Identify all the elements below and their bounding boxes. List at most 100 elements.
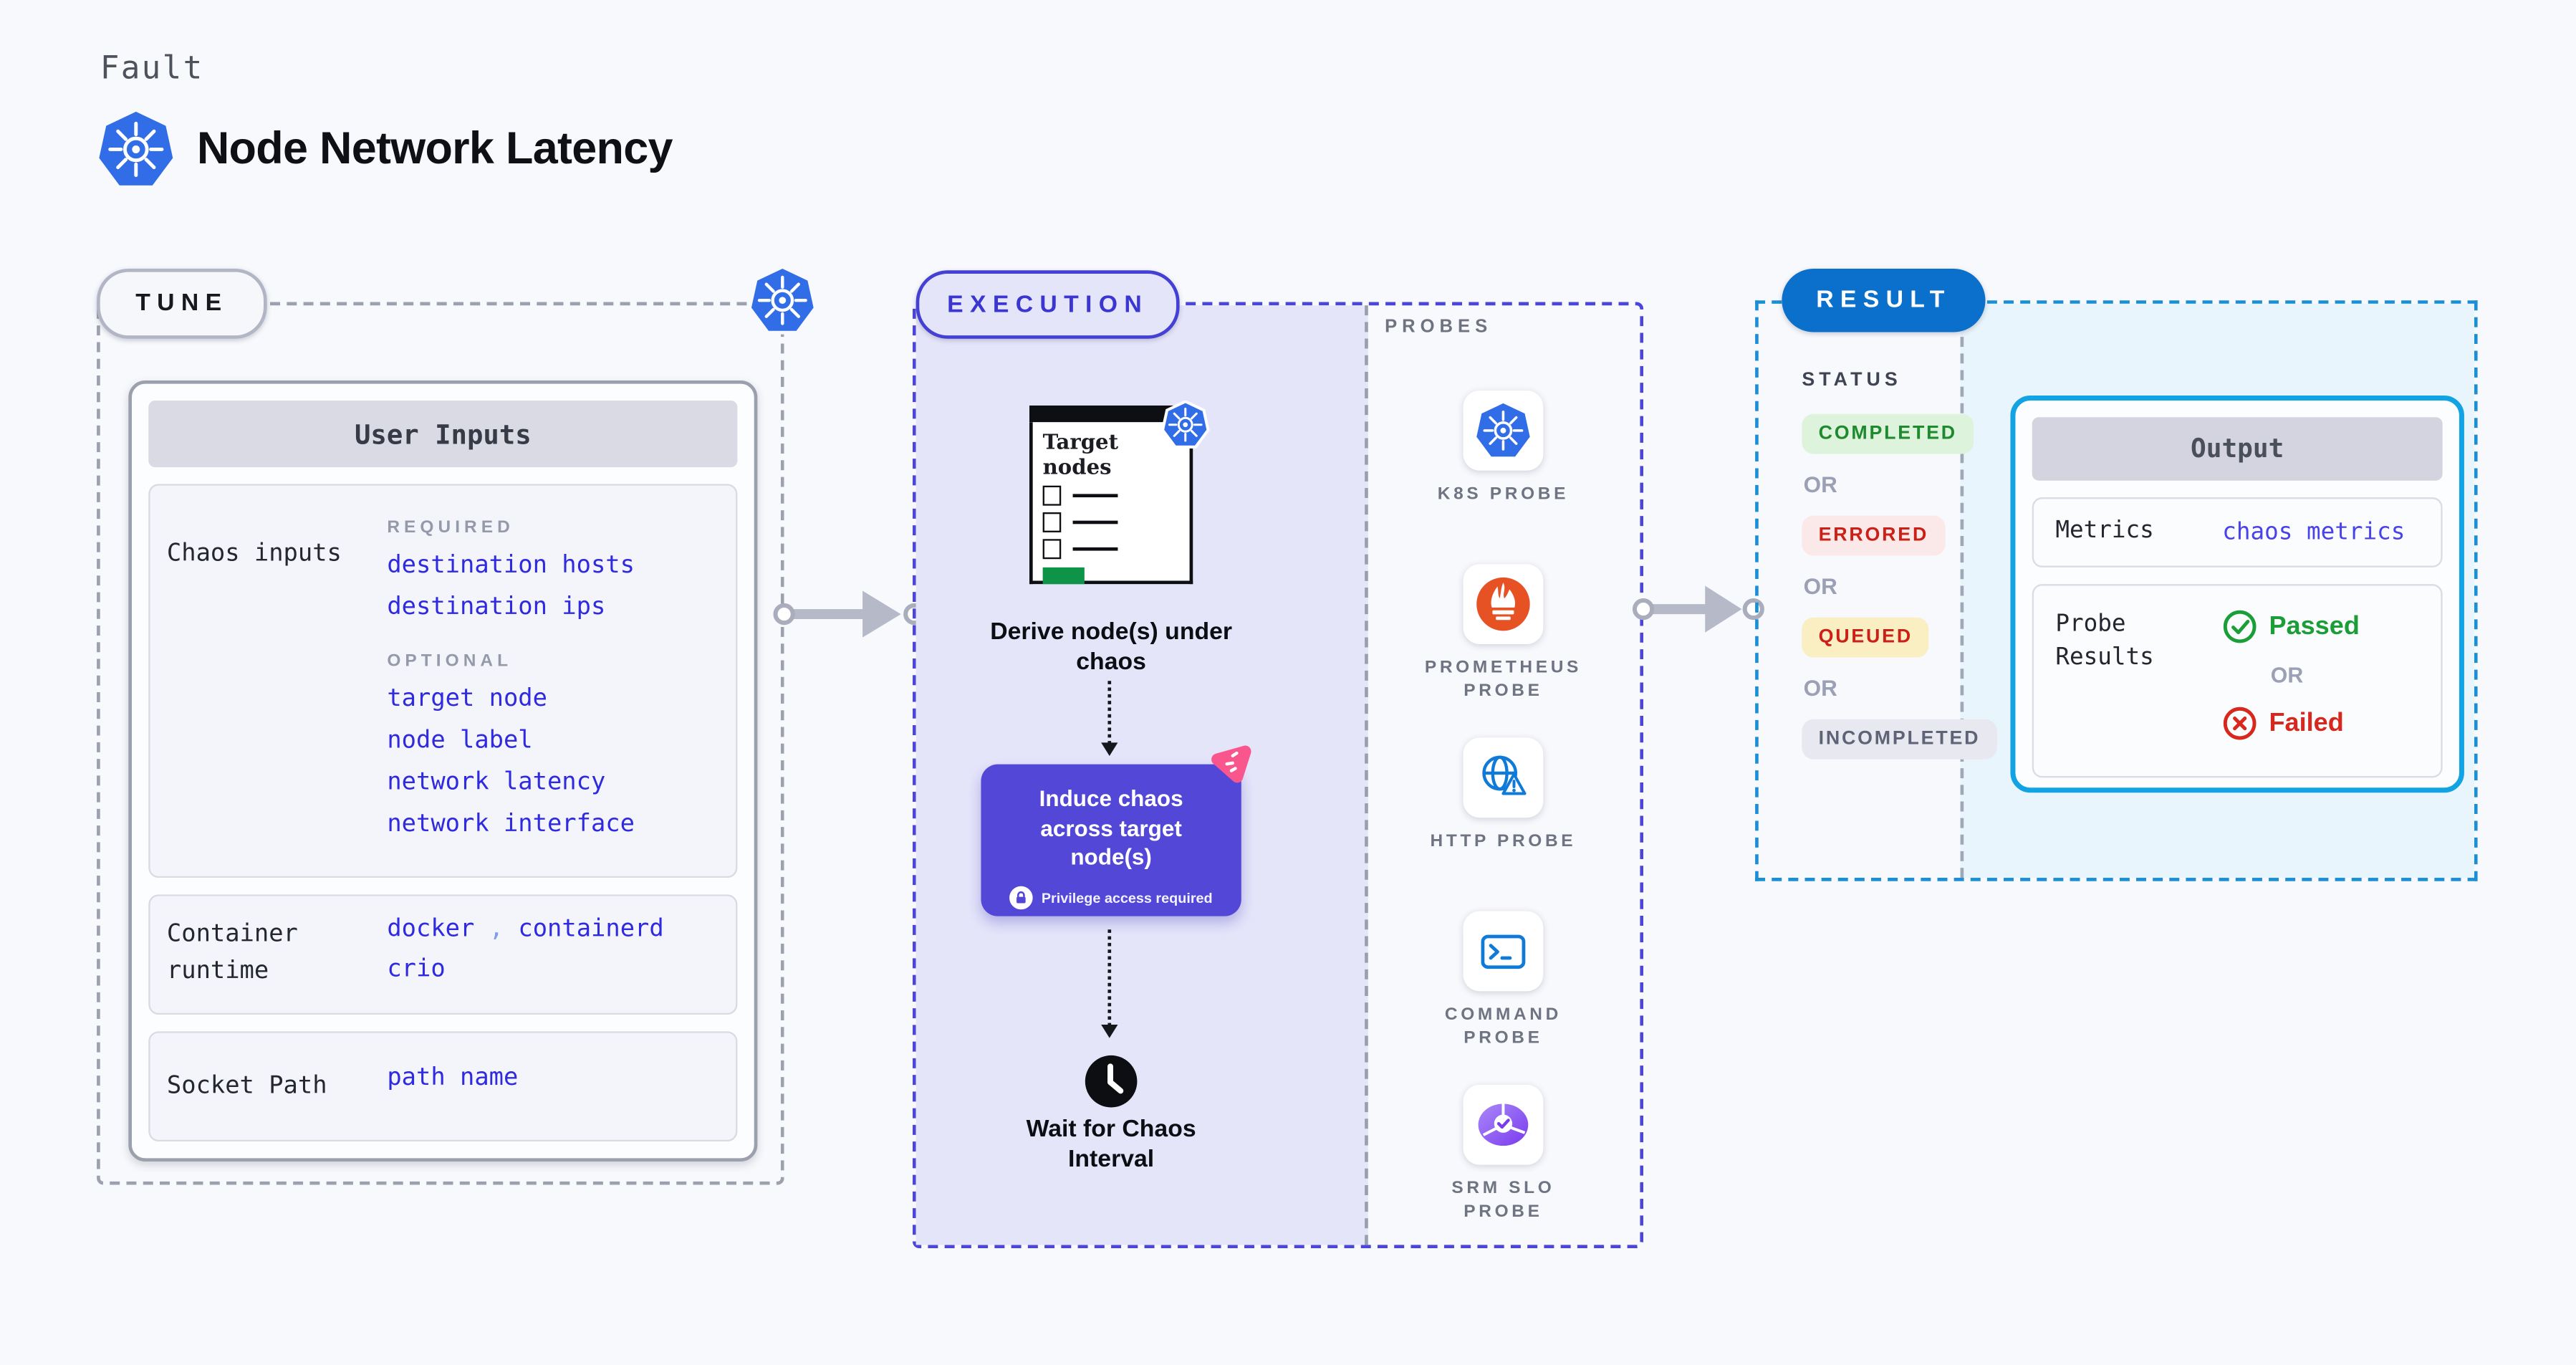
page-title: Node Network Latency: [196, 123, 673, 174]
metrics-label: Metrics: [2055, 517, 2154, 545]
kubernetes-icon: [1160, 400, 1210, 449]
input-field: destination hosts: [387, 551, 635, 578]
checkbox-icon: [1042, 512, 1062, 532]
node-line: [1072, 547, 1118, 551]
node-checkbox-row: [1042, 539, 1180, 560]
runtime-value: docker: [387, 916, 475, 943]
target-nodes-body: Target nodes: [1029, 422, 1193, 585]
derive-nodes-caption: Derive node(s) under chaos: [990, 619, 1233, 676]
http-globe-warning-icon: [1463, 737, 1544, 818]
page-header: Node Network Latency: [97, 110, 673, 188]
action-button-shape: [1042, 567, 1085, 583]
failed-text: Failed: [2269, 708, 2344, 737]
input-field: network interface: [387, 810, 635, 837]
wait-interval-caption: Wait for Chaos Interval: [1026, 1116, 1196, 1173]
input-field: network latency: [387, 768, 606, 795]
lock-icon: [1009, 885, 1034, 909]
failed-line: Failed: [2222, 706, 2360, 741]
privilege-note: Privilege access required: [981, 885, 1241, 909]
prometheus-icon: [1463, 564, 1544, 644]
input-field: node label: [387, 727, 533, 754]
flow-dotted-arrow: [1100, 929, 1118, 1038]
socket-path-value: path name: [387, 1064, 519, 1092]
probe-item: SRM SLO PROBE: [1363, 1084, 1643, 1224]
window-titlebar: [1029, 405, 1193, 423]
status-badge: QUEUED: [1802, 617, 1930, 658]
tune-section-box: [97, 302, 784, 1185]
or-separator: OR: [1803, 472, 1837, 498]
checkbox-icon: [1042, 485, 1062, 506]
runtime-value: crio: [387, 956, 446, 983]
check-circle-icon: [2223, 610, 2257, 643]
probe-item: HTTP PROBE: [1363, 737, 1643, 853]
runtime-value: containerd: [518, 916, 664, 943]
privilege-note-text: Privilege access required: [1041, 889, 1213, 906]
status-column: STATUS COMPLETED OR ERRORED OR QUEUED OR…: [1802, 370, 1997, 760]
slo-pie-check-icon: [1463, 1084, 1544, 1165]
metrics-row: Metrics chaos metrics: [2032, 497, 2443, 567]
output-title: Output: [2032, 417, 2443, 481]
status-heading: STATUS: [1802, 370, 1902, 391]
probe-label: COMMAND PROBE: [1444, 1005, 1562, 1048]
runtime-separator: ,: [489, 916, 504, 943]
node-line: [1072, 520, 1118, 525]
probe-label: SRM SLO PROBE: [1451, 1178, 1555, 1221]
metrics-value: chaos metrics: [2222, 519, 2406, 546]
passed-text: Passed: [2269, 611, 2360, 641]
chaos-inputs-values: REQUIRED destination hosts destination i…: [387, 486, 635, 876]
passed-line: Passed: [2222, 609, 2360, 644]
chaos-inputs-label: Chaos inputs: [166, 540, 342, 567]
optional-heading: OPTIONAL: [387, 651, 513, 671]
flow-dotted-arrow: [1100, 681, 1118, 757]
checkbox-icon: [1042, 539, 1062, 560]
probe-item: COMMAND PROBE: [1363, 911, 1643, 1050]
terminal-icon: [1463, 911, 1544, 992]
execution-pill: EXECUTION: [915, 270, 1180, 339]
node-checkbox-row: [1042, 485, 1180, 506]
node-line: [1072, 494, 1118, 498]
flow-arrow: [773, 590, 926, 638]
input-field: destination ips: [387, 593, 606, 621]
probe-results-label: Probe Results: [2055, 610, 2154, 671]
flow-arrow: [1632, 585, 1764, 633]
target-nodes-card: Target nodes: [1029, 405, 1193, 585]
probe-label: PROMETHEUS PROBE: [1424, 657, 1582, 701]
required-heading: REQUIRED: [387, 517, 514, 537]
or-separator: OR: [1803, 676, 1837, 701]
node-checkbox-row: [1042, 512, 1180, 532]
induce-chaos-box: Induce chaos across target node(s) Privi…: [981, 764, 1241, 916]
container-runtime-values: docker , containerd crio: [387, 896, 663, 1013]
target-nodes-title: Target nodes: [1042, 428, 1119, 479]
status-badge: COMPLETED: [1802, 413, 1974, 454]
probes-heading: PROBES: [1385, 317, 1493, 337]
output-card: Output Metrics chaos metrics Probe Resul…: [2010, 395, 2464, 793]
user-inputs-title: User Inputs: [148, 400, 738, 468]
probe-label: HTTP PROBE: [1430, 830, 1577, 851]
fault-eyebrow: Fault: [100, 49, 204, 87]
induce-chaos-title: Induce chaos across target node(s): [1039, 785, 1183, 870]
input-field: target node: [387, 685, 547, 712]
socket-path-row: Socket Path path name: [148, 1031, 738, 1142]
probe-results-values: Passed OR Failed: [2222, 609, 2360, 776]
status-badge: ERRORED: [1802, 515, 1946, 556]
probe-item: K8S PROBE: [1363, 390, 1643, 507]
tune-pill: TUNE: [97, 268, 267, 339]
or-separator: OR: [1803, 574, 1837, 600]
probe-item: PROMETHEUS PROBE: [1363, 564, 1643, 703]
litmus-chaos-icon: [1208, 741, 1253, 786]
kubernetes-icon: [97, 110, 175, 188]
container-runtime-label: Container runtime: [166, 921, 298, 986]
chaos-inputs-row: Chaos inputs REQUIRED destination hosts …: [148, 484, 738, 878]
user-inputs-card: User Inputs Chaos inputs REQUIRED destin…: [128, 380, 758, 1162]
container-runtime-row: Container runtime docker , containerd cr…: [148, 894, 738, 1015]
kubernetes-icon: [747, 264, 817, 335]
kubernetes-icon: [1463, 390, 1544, 471]
x-circle-icon: [2223, 707, 2257, 740]
or-separator: OR: [2270, 662, 2304, 688]
socket-path-label: Socket Path: [166, 1073, 327, 1100]
probe-results-row: Probe Results Passed OR Faile: [2032, 584, 2443, 778]
clock-icon: [1083, 1053, 1140, 1110]
probe-label: K8S PROBE: [1437, 484, 1570, 504]
status-badge: INCOMPLETED: [1802, 719, 1997, 760]
